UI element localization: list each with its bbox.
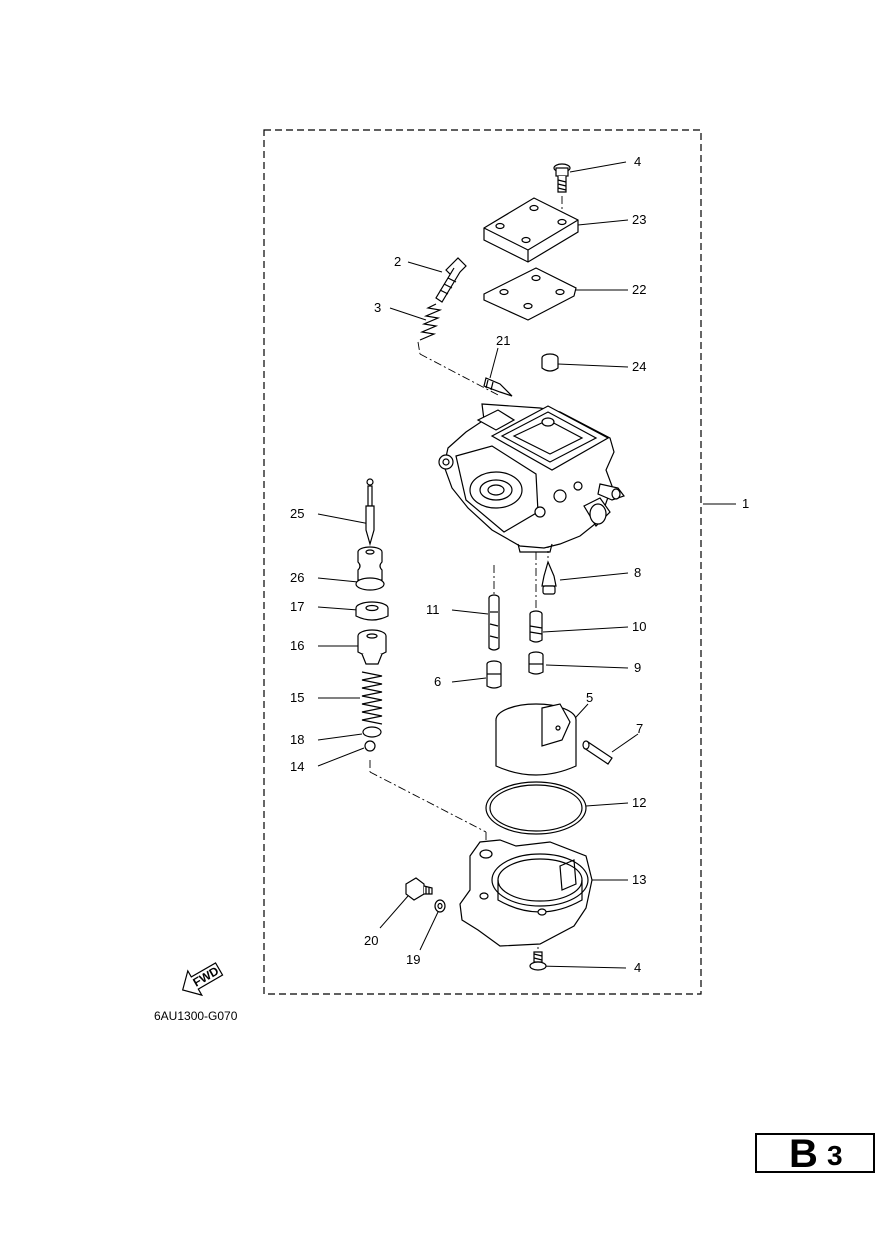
callout-9: 9 bbox=[634, 660, 641, 675]
callout-6: 6 bbox=[434, 674, 441, 689]
callout-13: 13 bbox=[632, 872, 646, 887]
pilot-screw bbox=[435, 257, 467, 303]
callout-15: 15 bbox=[290, 690, 304, 705]
part-16 bbox=[357, 629, 387, 665]
screw-bottom bbox=[529, 951, 547, 971]
needle-valve-8 bbox=[541, 560, 557, 595]
callout-25: 25 bbox=[290, 506, 304, 521]
callout-24: 24 bbox=[632, 359, 646, 374]
assembly-boundary bbox=[263, 129, 702, 995]
small-valve bbox=[483, 377, 513, 397]
pilot-spring bbox=[419, 303, 443, 341]
part-17 bbox=[355, 601, 389, 621]
callout-20: 20 bbox=[364, 933, 378, 948]
jet-needle bbox=[365, 478, 375, 547]
leader-lines bbox=[317, 161, 736, 969]
callout-26: 26 bbox=[290, 570, 304, 585]
callout-4-top: 4 bbox=[634, 154, 641, 169]
callout-8: 8 bbox=[634, 565, 641, 580]
bowl-gasket bbox=[485, 781, 587, 835]
callout-16: 16 bbox=[290, 638, 304, 653]
main-nozzle bbox=[488, 594, 500, 651]
section-badge: B 3 bbox=[755, 1132, 875, 1176]
pilot-jet-10 bbox=[529, 610, 543, 643]
float bbox=[495, 703, 577, 776]
o-ring-18 bbox=[362, 726, 382, 738]
callout-1: 1 bbox=[742, 496, 749, 511]
plug bbox=[541, 353, 559, 372]
callout-23: 23 bbox=[632, 212, 646, 227]
ball-14 bbox=[364, 740, 376, 752]
callout-10: 10 bbox=[632, 619, 646, 634]
callout-22: 22 bbox=[632, 282, 646, 297]
jet-6 bbox=[486, 660, 502, 689]
parts bbox=[181, 163, 625, 997]
cover-plate bbox=[483, 197, 579, 263]
carburetor-body bbox=[438, 403, 625, 553]
callout-4-bottom: 4 bbox=[634, 960, 641, 975]
callout-5: 5 bbox=[586, 690, 593, 705]
section-letter: B bbox=[789, 1132, 818, 1176]
float-bowl bbox=[459, 839, 593, 947]
callout-21: 21 bbox=[496, 333, 510, 348]
callout-3: 3 bbox=[374, 300, 381, 315]
coil-spring-15 bbox=[361, 671, 383, 725]
drawing-code: 6AU1300-G070 bbox=[154, 1009, 238, 1023]
section-number: 3 bbox=[827, 1140, 843, 1171]
main-jet-9 bbox=[528, 651, 544, 675]
fwd-arrow bbox=[181, 962, 224, 997]
piston-26 bbox=[355, 546, 385, 591]
callout-11: 11 bbox=[426, 602, 440, 617]
cover-gasket bbox=[483, 267, 577, 321]
callout-17: 17 bbox=[290, 599, 304, 614]
callout-18: 18 bbox=[290, 732, 304, 747]
callout-2: 2 bbox=[394, 254, 401, 269]
float-pin bbox=[582, 740, 613, 765]
callout-7: 7 bbox=[636, 721, 643, 736]
drain-screw bbox=[405, 877, 433, 901]
callout-14: 14 bbox=[290, 759, 304, 774]
callout-labels: 4 23 2 22 3 21 24 1 25 8 26 17 11 10 16 … bbox=[290, 154, 749, 975]
washer bbox=[434, 899, 446, 913]
callout-12: 12 bbox=[632, 795, 646, 810]
callout-19: 19 bbox=[406, 952, 420, 967]
screw-top bbox=[553, 163, 571, 193]
